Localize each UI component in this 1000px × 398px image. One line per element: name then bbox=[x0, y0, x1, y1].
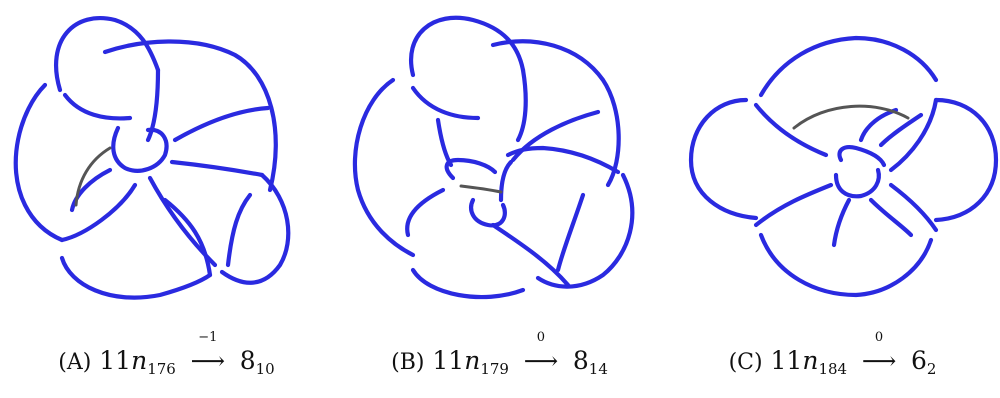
knot-var: n bbox=[131, 346, 148, 375]
knot-b-gray-arc bbox=[459, 184, 503, 194]
knot-b-strand bbox=[409, 15, 526, 78]
knot-b-svg bbox=[352, 15, 635, 300]
knot-b-strand bbox=[405, 187, 446, 238]
knot-b-strand bbox=[535, 172, 635, 289]
caption-b: (B) 11n179 0⟶ 814 bbox=[333, 331, 666, 378]
knot-c-strand bbox=[868, 197, 914, 238]
knot-a-strand bbox=[219, 172, 291, 285]
knot-b-strand bbox=[410, 267, 526, 300]
knot-c-svg bbox=[688, 35, 999, 298]
knot-c-strand bbox=[888, 97, 939, 173]
knot-a-svg bbox=[13, 16, 291, 300]
knot-b-strand bbox=[469, 197, 507, 228]
caption-a: (A) 11n176 −1 ⟶ 810 bbox=[0, 331, 333, 378]
knot-base: 11 bbox=[432, 346, 465, 375]
knot-var: n bbox=[464, 346, 481, 375]
knot-c-strand bbox=[758, 35, 939, 98]
arrow-label: 0 bbox=[874, 330, 884, 345]
knot-b-strand bbox=[444, 157, 498, 181]
knot-a-strand bbox=[59, 255, 213, 300]
knot-sub: 176 bbox=[147, 360, 176, 378]
knot-b-strand bbox=[498, 159, 514, 203]
knot-sub: 184 bbox=[818, 360, 848, 378]
knot-c-strand bbox=[837, 145, 887, 168]
knot-c-strand bbox=[833, 167, 881, 199]
knot-a-strand bbox=[62, 92, 133, 121]
target-sub: 14 bbox=[588, 360, 608, 378]
knot-c-strand bbox=[688, 97, 759, 221]
knot-b-strand bbox=[515, 67, 528, 143]
knot-b-strand bbox=[555, 192, 586, 273]
knot-a-strand bbox=[69, 167, 113, 213]
arrow-glyph: ⟶ bbox=[190, 347, 225, 375]
knot-a-strand bbox=[53, 16, 161, 93]
knot-c-strand bbox=[933, 97, 999, 223]
caption-c: (C) 11n184 0⟶ 62 bbox=[666, 331, 999, 378]
knot-diagram-c bbox=[666, 0, 1000, 330]
knot-c-gray-arc bbox=[792, 104, 910, 130]
arrow: 0⟶ bbox=[857, 331, 901, 375]
knot-b-strand bbox=[352, 77, 416, 258]
target-base: 8 bbox=[572, 346, 589, 375]
knot-base: 11 bbox=[99, 346, 132, 375]
arrow-label: −1 bbox=[198, 330, 218, 345]
knot-a-strand bbox=[102, 39, 278, 193]
knot-var: n bbox=[802, 346, 819, 375]
knot-c-strand bbox=[831, 197, 852, 248]
knot-c-strand bbox=[888, 182, 939, 233]
knot-a-strand bbox=[13, 82, 65, 243]
target-base: 6 bbox=[910, 346, 927, 375]
knot-b-strand bbox=[505, 145, 621, 175]
knot-b-strand bbox=[490, 222, 571, 288]
knot-a-gray-arc bbox=[74, 146, 112, 207]
knot-a-strand bbox=[162, 197, 213, 278]
knot-b-strand bbox=[435, 117, 454, 168]
arrow: 0⟶ bbox=[519, 331, 563, 375]
knot-base: 11 bbox=[770, 346, 803, 375]
knot-b-strand bbox=[490, 39, 621, 188]
knot-a-strand bbox=[59, 182, 138, 243]
target-sub: 2 bbox=[926, 360, 937, 378]
arrow-label: 0 bbox=[536, 330, 546, 345]
caption-letter: (B) bbox=[391, 350, 425, 375]
knot-c-strand bbox=[878, 112, 924, 148]
knot-c-strand bbox=[753, 182, 834, 228]
knot-c-strand bbox=[758, 232, 934, 298]
knot-sub: 179 bbox=[480, 360, 509, 378]
knot-diagram-a bbox=[0, 0, 333, 330]
knot-a-strand bbox=[145, 67, 161, 143]
arrow-glyph: ⟶ bbox=[523, 347, 559, 375]
target-base: 8 bbox=[239, 346, 256, 375]
knot-a-strand bbox=[111, 125, 169, 173]
knot-b-strand bbox=[410, 85, 481, 121]
caption-letter: (A) bbox=[58, 350, 92, 375]
knot-c-strand bbox=[753, 102, 829, 158]
arrow: −1 ⟶ bbox=[186, 331, 230, 375]
caption-letter: (C) bbox=[728, 350, 763, 375]
arrow-glyph: ⟶ bbox=[861, 347, 897, 375]
knot-b-strand bbox=[510, 109, 601, 163]
knot-a-strand bbox=[225, 192, 253, 268]
knot-a-strand bbox=[172, 105, 271, 143]
target-sub: 10 bbox=[255, 360, 275, 378]
knot-a-strand bbox=[169, 159, 265, 178]
knot-diagram-b bbox=[333, 0, 666, 330]
